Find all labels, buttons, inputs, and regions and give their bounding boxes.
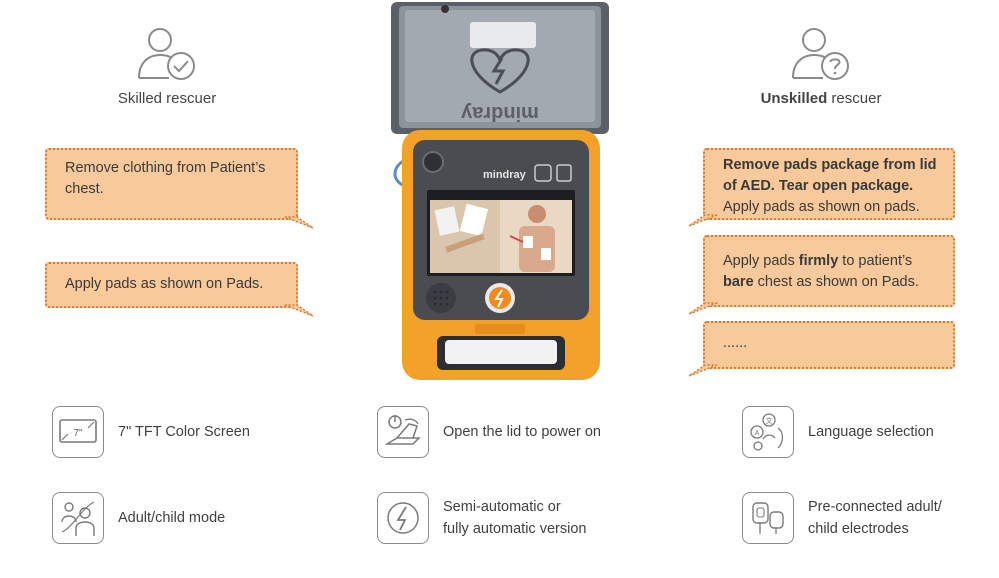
svg-text:A: A [755, 430, 760, 437]
skilled-rescuer-label: Skilled rescuer [117, 90, 217, 107]
feature-screen-text: 7" TFT Color Screen [118, 424, 250, 440]
feature-language: 文 A Language selection [742, 406, 934, 458]
skilled-step-2: Apply pads as shown on Pads. [45, 262, 298, 308]
skilled-rescuer: Skilled rescuer [67, 24, 267, 107]
feature-open-lid: Open the lid to power on [377, 406, 601, 458]
feature-adult-child-text: Adult/child mode [118, 510, 226, 526]
bubble-tail [688, 364, 717, 377]
pad-compartment-window [470, 22, 536, 48]
unskilled-step-2: Apply pads firmly to patient’s bare ches… [703, 235, 955, 307]
skilled-step-1-text: Remove clothing from Patient’s chest. [65, 160, 266, 197]
adult-child-button[interactable] [556, 164, 572, 182]
bubble-tail [285, 304, 314, 317]
unskilled-rescuer-label: Unskilled rescuer [760, 90, 882, 107]
unskilled-step-1: Remove pads package from lid of AED. Tea… [703, 148, 955, 220]
unskilled-step-1-text: Apply pads as shown on pads. [723, 199, 920, 215]
skilled-step-1: Remove clothing from Patient’s chest. [45, 148, 298, 220]
feature-electrodes: Pre-connected adult/ child electrodes [742, 492, 942, 544]
bubble-tail [688, 302, 717, 315]
unskilled-step-1-bold: Remove pads package from lid of AED. Tea… [723, 157, 937, 194]
feature-screen: 7" 7" TFT Color Screen [52, 406, 250, 458]
open-lid-power-icon [377, 406, 429, 458]
bubble-tail [688, 214, 717, 227]
unskilled-step-3: ...... [703, 321, 955, 369]
bubble-tail [285, 216, 314, 229]
unskilled-step-3-text: ...... [723, 335, 748, 351]
screen-size-icon: 7" [52, 406, 104, 458]
feature-shock-mode: Semi-automatic or fully automatic versio… [377, 492, 586, 544]
screen-size-label: 7" [73, 428, 83, 439]
feature-adult-child: Adult/child mode [52, 492, 225, 544]
user-check-icon [138, 28, 195, 80]
unskilled-rescuer: Unskilled rescuer [721, 24, 921, 107]
adult-child-icon [52, 492, 104, 544]
language-button[interactable] [534, 164, 552, 182]
shock-bolt-icon [377, 492, 429, 544]
skilled-step-2-text: Apply pads as shown on Pads. [65, 276, 264, 292]
svg-text:mindray: mindray [460, 102, 539, 124]
feature-language-text: Language selection [808, 424, 934, 440]
aed-device: mindray mindray [391, 2, 609, 380]
feature-electrodes-line2: child electrodes [808, 521, 909, 537]
feature-shock-mode-line2: fully automatic version [443, 521, 587, 537]
user-question-icon [792, 28, 849, 80]
language-icon: 文 A [742, 406, 794, 458]
svg-text:文: 文 [766, 416, 773, 425]
feature-electrodes-line1: Pre-connected adult/ [808, 499, 942, 515]
brand-label: mindray [483, 169, 527, 181]
feature-open-lid-text: Open the lid to power on [443, 424, 601, 440]
electrodes-icon [742, 492, 794, 544]
feature-shock-mode-line1: Semi-automatic or [443, 499, 561, 515]
